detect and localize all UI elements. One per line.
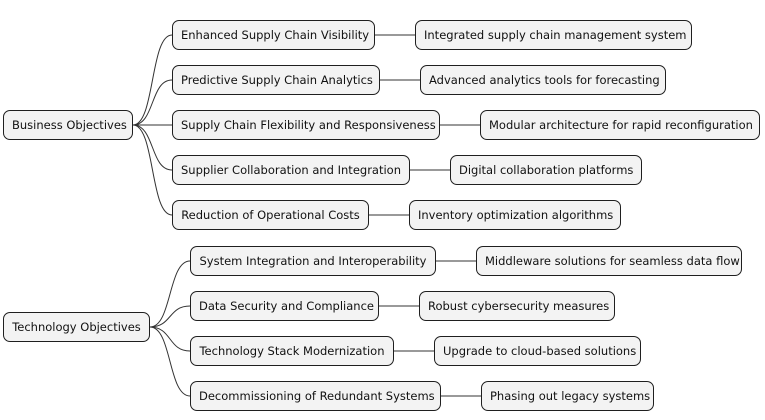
solution-node-digital-collaboration[interactable]: Digital collaboration platforms [450,155,642,185]
objective-node-system-integration[interactable]: System Integration and Interoperability [190,246,436,276]
solution-node-advanced-analytics[interactable]: Advanced analytics tools for forecasting [420,65,666,95]
objective-node-flexibility[interactable]: Supply Chain Flexibility and Responsiven… [172,110,440,140]
objective-node-predictive-analytics[interactable]: Predictive Supply Chain Analytics [172,65,380,95]
objective-node-stack-modernization[interactable]: Technology Stack Modernization [190,336,394,366]
solution-node-integrated-scm[interactable]: Integrated supply chain management syste… [415,20,692,50]
objective-node-data-security[interactable]: Data Security and Compliance [190,291,379,321]
edge-business-0 [132,34,173,126]
objective-node-cost-reduction[interactable]: Reduction of Operational Costs [172,200,369,230]
solution-node-phasing-out-legacy[interactable]: Phasing out legacy systems [481,381,654,411]
edge-technology-1 [149,305,191,328]
objective-node-decommissioning[interactable]: Decommissioning of Redundant Systems [190,381,441,411]
root-node-business-objectives[interactable]: Business Objectives [3,110,133,140]
root-node-technology-objectives[interactable]: Technology Objectives [3,312,150,342]
objective-node-enhanced-visibility[interactable]: Enhanced Supply Chain Visibility [172,20,375,50]
edge-business-3 [132,124,173,171]
edge-technology-3 [149,326,191,397]
edge-technology-2 [149,326,191,352]
solution-node-inventory-optimization[interactable]: Inventory optimization algorithms [409,200,621,230]
solution-node-middleware[interactable]: Middleware solutions for seamless data f… [476,246,742,276]
solution-node-modular-architecture[interactable]: Modular architecture for rapid reconfigu… [480,110,760,140]
solution-node-cybersecurity[interactable]: Robust cybersecurity measures [419,291,615,321]
edge-business-4 [132,124,173,216]
edge-business-1 [132,79,173,126]
objective-node-supplier-collaboration[interactable]: Supplier Collaboration and Integration [172,155,410,185]
edge-technology-0 [149,260,191,328]
solution-node-cloud-upgrade[interactable]: Upgrade to cloud-based solutions [434,336,641,366]
